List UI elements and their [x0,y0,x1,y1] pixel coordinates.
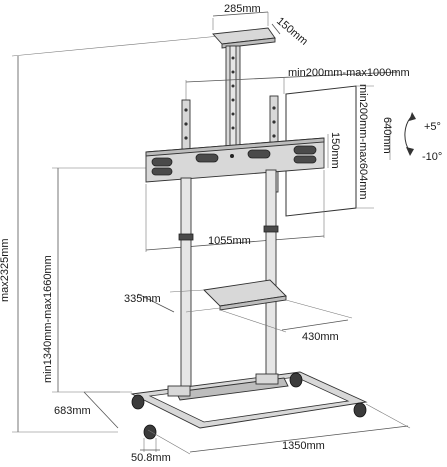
shelf-depth-label: 335mm [124,293,161,305]
tilt-down-label: -10° [422,151,442,163]
bracket-width-label: 1055mm [208,235,251,247]
base-frame [130,371,368,429]
shelf-width-label: 430mm [302,331,339,343]
main-pole-left [178,177,194,391]
base-width-label: 1350mm [282,440,325,452]
horizontal-bracket [145,137,325,183]
camera-mount-column [225,45,241,147]
camera-shelf [212,11,281,49]
vesa-horizontal-dimension [185,71,399,100]
bracket-width-dimension [145,170,325,252]
main-pole-right [263,169,279,383]
pole-diameter-label: 50.8mm [131,452,171,462]
panel-height-label: 640mm [381,117,393,154]
bracket-height-label: 150mm [329,132,341,169]
tilt-indicator [404,112,416,156]
base-width-dimension [147,403,411,455]
camera-shelf-width-label: 285mm [224,3,261,15]
pole-diameter-dimension [140,438,160,452]
base-depth-label: 683mm [54,405,91,417]
vesa-vertical-label: min200mm-max604mm [357,84,369,200]
tilt-up-label: +5° [424,121,441,133]
center-height-label: min1340mm-max1660mm [42,255,54,383]
middle-shelf [137,279,353,333]
camera-shelf-depth-label: 150mm [274,15,310,48]
caster-wheels [131,372,367,440]
vesa-horizontal-label: min200mm-max1000mm [288,67,410,79]
base-depth-dimension [83,391,132,429]
center-height-dimension [52,167,150,393]
total-height-dimension [11,34,231,433]
total-height-label: max2325mm [0,238,11,302]
